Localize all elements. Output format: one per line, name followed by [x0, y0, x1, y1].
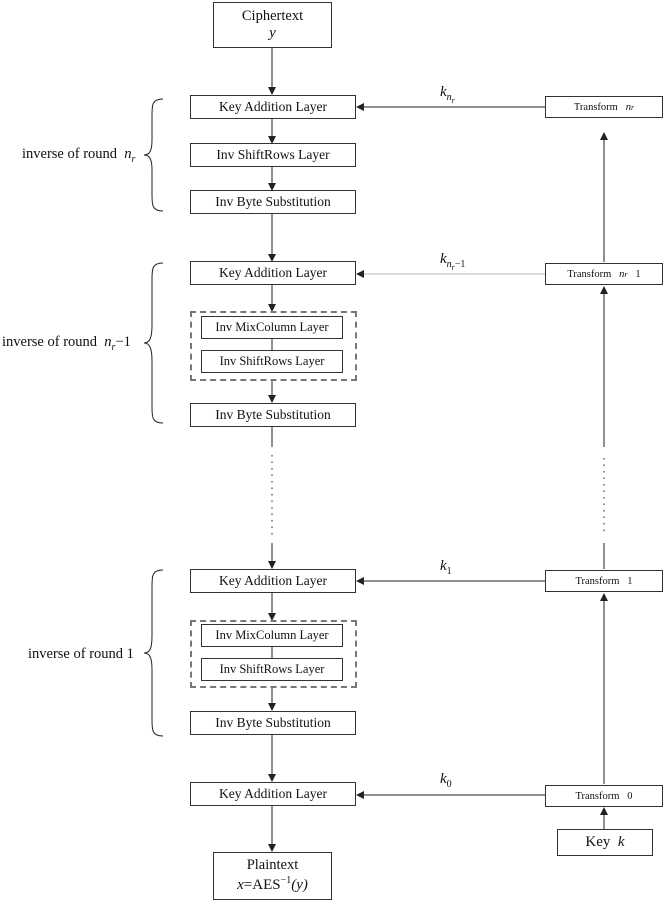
subkey-1-var: k [440, 558, 447, 574]
subkey-nr1-suffix: −1 [454, 259, 466, 270]
transform-0-num: 0 [627, 790, 633, 802]
plaintext-box: Plaintext x=AES−1(y) [213, 852, 332, 900]
transform-nr-sub: r [630, 102, 635, 112]
round-nr1-prefix: inverse of round [2, 334, 98, 350]
round-nr1-label: inverse of round nr−1 [2, 334, 131, 353]
subkey-nr1-label: knr−1 [440, 251, 465, 272]
subkey-nr-sub: n [446, 92, 452, 103]
inv-byte-substitution-nr1: Inv Byte Substitution [190, 403, 356, 427]
transform-nr1-label: Transform [567, 268, 612, 280]
inv-shiftrows-layer-nr1: Inv ShiftRows Layer [201, 350, 343, 373]
subkey-nr-var: k [440, 84, 447, 100]
key-label: Key [585, 834, 611, 850]
inv-byte-substitution-nr: Inv Byte Substitution [190, 190, 356, 214]
round-nr1-suffix: −1 [115, 334, 131, 350]
round-1-label: inverse of round 1 [28, 646, 134, 662]
plaintext-arg: (y) [291, 877, 308, 893]
transform-1-label: Transform [575, 575, 620, 587]
round-nr-var: n [124, 146, 132, 162]
transform-0-box: Transform 0 [545, 785, 663, 807]
transform-nr-label: Transform [573, 101, 618, 113]
round-nr-sub: r [131, 153, 136, 165]
transform-nr-var: n [625, 101, 631, 113]
plaintext-label: Plaintext [246, 857, 299, 873]
inv-byte-substitution-r1: Inv Byte Substitution [190, 711, 356, 735]
transform-0-label: Transform [575, 790, 620, 802]
subkey-1-sub: 1 [446, 566, 452, 577]
inv-shiftrows-layer-r1: Inv ShiftRows Layer [201, 658, 343, 681]
key-addition-layer-r1: Key Addition Layer [190, 569, 356, 593]
round-nr1-sub: r [111, 341, 116, 353]
round-nr-label: inverse of round nr [22, 146, 135, 165]
plaintext-sup: −1 [280, 875, 292, 886]
inv-mixcolumn-layer-r1: Inv MixColumn Layer [201, 624, 343, 647]
subkey-0-sub: 0 [446, 779, 452, 790]
subkey-0-var: k [440, 771, 447, 787]
round-nr-prefix: inverse of round [22, 146, 118, 162]
subkey-nr-label: knr [440, 84, 455, 105]
round-nr1-var: n [104, 334, 112, 350]
inv-shiftrows-layer-nr: Inv ShiftRows Layer [190, 143, 356, 167]
inv-mixcolumn-layer-nr1: Inv MixColumn Layer [201, 316, 343, 339]
plaintext-eq: = [243, 877, 253, 893]
subkey-nr1-sub: n [446, 259, 452, 270]
transform-nr1-var: n [619, 268, 625, 280]
transform-1-box: Transform 1 [545, 570, 663, 592]
subkey-nr1-var: k [440, 251, 447, 267]
key-addition-layer-0: Key Addition Layer [190, 782, 356, 806]
ciphertext-box: Ciphertext y [213, 2, 332, 48]
key-box: Key k [557, 829, 653, 856]
plaintext-expression: x=AES−1(y) [214, 875, 331, 894]
transform-nr1-sub: r [624, 269, 628, 279]
dashed-group-r1 [190, 620, 357, 688]
ciphertext-label: Ciphertext [241, 8, 304, 24]
subkey-nr1-subsub: r [451, 263, 455, 272]
subkey-0-label: k0 [440, 771, 452, 790]
subkey-nr-subsub: r [451, 96, 455, 105]
plaintext-lhs: x [237, 877, 244, 893]
ciphertext-var: y [269, 25, 276, 41]
transform-nr1-suffix: 1 [635, 268, 641, 280]
transform-1-num: 1 [627, 575, 633, 587]
dashed-group-nr1 [190, 311, 357, 381]
key-addition-layer-nr1: Key Addition Layer [190, 261, 356, 285]
subkey-1-label: k1 [440, 558, 452, 577]
key-addition-layer-nr: Key Addition Layer [190, 95, 356, 119]
plaintext-fn: AES [252, 877, 281, 893]
key-var: k [617, 834, 625, 850]
